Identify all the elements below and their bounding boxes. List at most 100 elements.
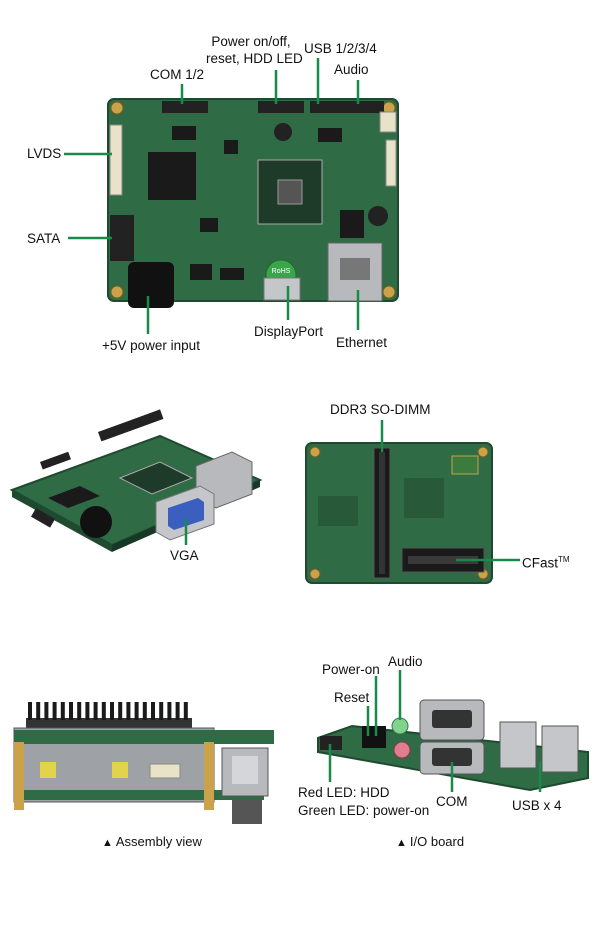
iso-pcb-edge xyxy=(12,490,112,552)
assembly-board-bottom xyxy=(14,790,264,800)
label-vga: VGA xyxy=(170,548,199,563)
iso-header xyxy=(97,409,164,442)
triangle-icon: ▲ xyxy=(102,837,113,849)
label-cfast-text: CFast xyxy=(522,555,559,571)
chip xyxy=(318,128,342,142)
heatsink-fin xyxy=(44,702,49,720)
heatsink-fin xyxy=(142,702,147,720)
middle-right-illustration xyxy=(305,420,520,584)
io-usb-stack xyxy=(499,721,537,769)
chip xyxy=(224,140,238,154)
heatsink-base xyxy=(26,718,192,730)
power-jack xyxy=(128,262,174,308)
iso-header xyxy=(40,451,71,470)
label-usb: USB 1/2/3/4 xyxy=(304,41,377,56)
heatsink-fin xyxy=(159,702,164,720)
label-red-led: Red LED: HDD xyxy=(298,785,390,800)
cpu-die xyxy=(277,179,303,205)
inductor xyxy=(274,123,292,141)
chip xyxy=(340,210,364,238)
mount-hole xyxy=(382,285,396,299)
label-ddr3: DDR3 SO-DIMM xyxy=(330,402,431,417)
iso-heatspreader xyxy=(118,461,194,495)
heatsink-fin xyxy=(118,702,123,720)
label-power-line2: reset, HDD LED xyxy=(206,51,303,66)
io-usb-stack xyxy=(541,725,579,773)
displayport-connector xyxy=(263,277,301,301)
assembly-usb xyxy=(232,800,262,824)
audio-connector xyxy=(379,111,397,133)
usb-header xyxy=(310,101,384,113)
label-cfast-tm: TM xyxy=(558,555,570,564)
label-power-line1: Power on/off, xyxy=(211,34,291,49)
label-io-audio: Audio xyxy=(388,654,423,669)
inductor xyxy=(368,206,388,226)
label-sata: SATA xyxy=(27,231,61,246)
rohs-label: RoHS xyxy=(272,268,291,275)
iso-power-jack xyxy=(80,506,112,538)
assembly-connector xyxy=(112,762,128,778)
top-pcb xyxy=(107,98,399,302)
heatsink-fin xyxy=(134,702,139,720)
standoff xyxy=(14,742,24,810)
lvds-connector xyxy=(109,124,123,196)
label-displayport: DisplayPort xyxy=(254,324,324,339)
chip xyxy=(200,218,218,232)
assembly-board-top xyxy=(14,730,274,744)
cfast-slot-inner xyxy=(408,556,478,564)
ethernet-port xyxy=(340,258,370,280)
heatsink-fin xyxy=(110,702,114,720)
iso-sata xyxy=(31,508,56,528)
mount-hole xyxy=(110,285,124,299)
top-board-illustration: RoHS xyxy=(64,58,399,334)
assembly-connector xyxy=(149,763,181,779)
mount-hole xyxy=(309,446,321,458)
label-lvds: LVDS xyxy=(27,146,62,161)
label-cfast: CFastTM xyxy=(522,552,570,572)
heatsink-fins xyxy=(28,702,188,720)
heatsink-fin xyxy=(28,702,32,720)
heatsink-fin xyxy=(101,702,106,720)
iso-vga-port xyxy=(168,498,204,530)
heatsink-fin xyxy=(60,702,65,720)
right-connector xyxy=(385,139,397,187)
caption-assembly: ▲Assembly view xyxy=(102,834,202,849)
heatsink xyxy=(26,718,192,730)
label-ethernet: Ethernet xyxy=(336,335,388,350)
io-power-reset-header xyxy=(362,726,386,748)
heatsink-fin xyxy=(93,702,98,720)
back-component xyxy=(451,455,479,475)
io-com-upper-port xyxy=(432,710,472,728)
heatsink-fin xyxy=(126,702,131,720)
label-power-on: Power-on xyxy=(322,662,380,677)
caption-assembly-text: Assembly view xyxy=(115,834,202,849)
io-audio-jack-green xyxy=(391,717,409,735)
heatsink-fin xyxy=(52,702,57,720)
standoff xyxy=(204,742,214,810)
chip xyxy=(172,126,196,140)
mount-hole xyxy=(477,446,489,458)
label-green-led: Green LED: power-on xyxy=(298,803,430,818)
label-com: COM 1/2 xyxy=(150,67,205,82)
heatsink-fin xyxy=(175,702,180,720)
iso-chip xyxy=(48,486,100,508)
heatsink-fin xyxy=(69,702,73,720)
io-led-header xyxy=(320,736,342,750)
label-audio: Audio xyxy=(334,62,369,77)
heatsink-fin xyxy=(167,702,172,720)
caption-io-board-text: I/O board xyxy=(409,834,465,849)
assembly-ethernet-port xyxy=(232,756,258,784)
chip xyxy=(148,152,196,200)
heatsink-fin xyxy=(183,702,188,720)
label-power-input: +5V power input xyxy=(102,338,200,353)
sata-connector xyxy=(110,215,134,261)
label-io-usb: USB x 4 xyxy=(512,798,562,813)
io-audio-jack-pink xyxy=(393,741,411,759)
heatsink-fin xyxy=(36,702,41,720)
caption-io-board: ▲I/O board xyxy=(396,834,464,849)
heatsink-fin xyxy=(85,702,90,720)
chip xyxy=(190,264,212,280)
assembly-connector xyxy=(40,762,56,778)
